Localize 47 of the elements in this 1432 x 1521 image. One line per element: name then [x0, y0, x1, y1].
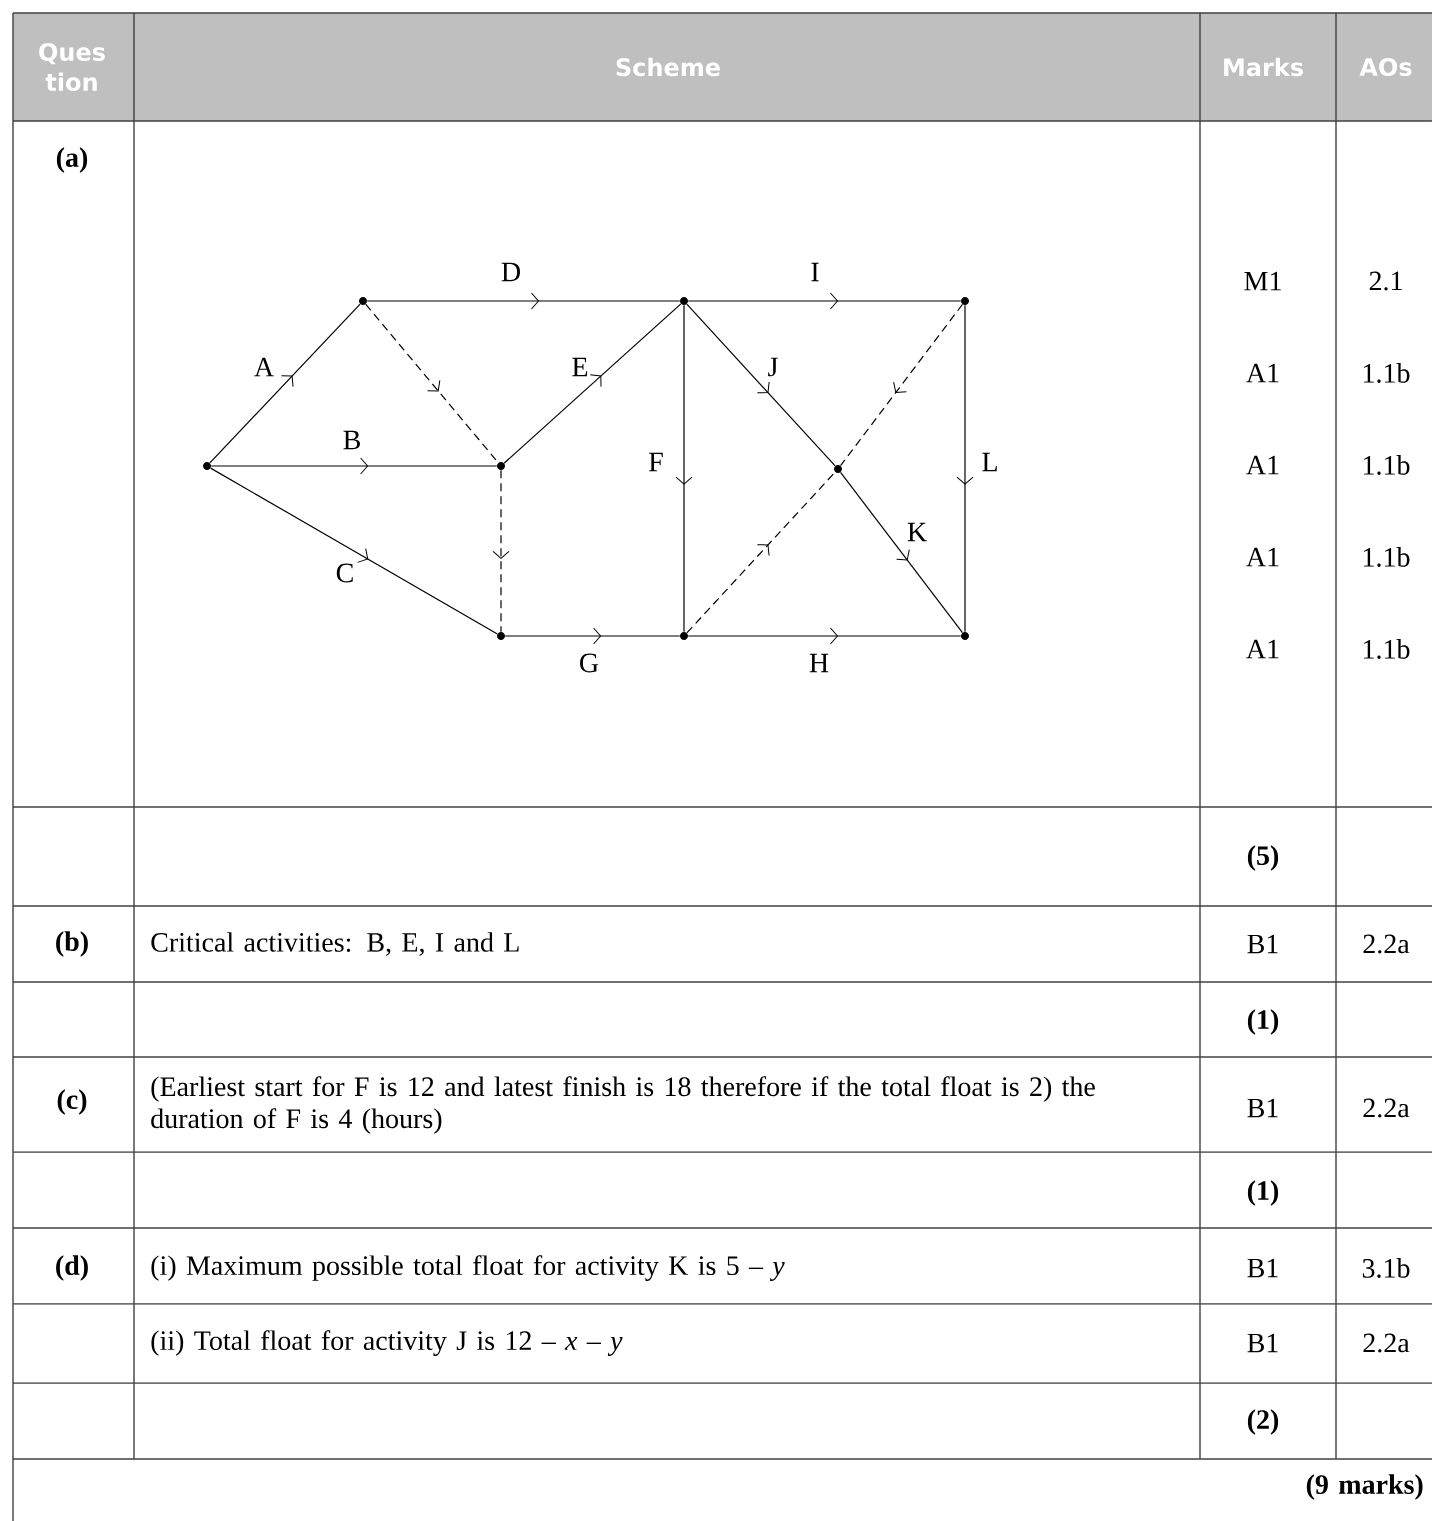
edge-label: D [501, 262, 520, 282]
part-label: (b) [56, 931, 88, 957]
column-header: Scheme [616, 57, 720, 77]
cell-text: 2.1 [1369, 271, 1402, 291]
cell-text: 1.1b [1363, 363, 1410, 383]
edge-label: I [811, 262, 819, 282]
part-label: (d) [56, 1255, 88, 1281]
edge-label: F [649, 452, 663, 472]
edge-label: H [809, 653, 829, 673]
cell-text: 2.2a [1363, 1098, 1410, 1118]
part-label: (1) [1247, 1180, 1279, 1206]
cell-text: A1 [1246, 455, 1279, 475]
cell-text: B1 [1247, 1333, 1278, 1353]
edge-label: C [336, 563, 353, 583]
cell-text: 2.2a [1363, 1333, 1410, 1353]
cell-text: Critical activities: B, E, I and L [151, 932, 519, 956]
part-label: (9 marks) [1306, 1474, 1423, 1500]
edge-label: B [343, 430, 360, 450]
cell-text: (i) Maximum possible total float for activity K is 5 – y [151, 1255, 785, 1281]
cell-text: (ii) Total float for activity J is 12 – x – y [151, 1330, 623, 1356]
cell-text: 1.1b [1363, 547, 1410, 567]
column-header: Marks [1224, 57, 1303, 77]
edge-label: L [982, 452, 997, 472]
part-label: (1) [1247, 1009, 1279, 1035]
edge-label: E [572, 357, 588, 377]
part-label: (2) [1247, 1409, 1279, 1435]
edge-label: G [580, 653, 599, 673]
cell-text: (Earliest start for F is 12 and latest finish is 18 therefore if the total float is 2) the duration of F is 4 (hours) [151, 1076, 1095, 1134]
edge-label: K [907, 522, 927, 542]
cell-text: A1 [1246, 547, 1279, 567]
cell-text: A1 [1246, 363, 1279, 383]
edge-label: J [768, 357, 778, 377]
cell-text: B1 [1247, 934, 1278, 954]
column-header: Ques tion [39, 42, 105, 92]
cell-text: 1.1b [1363, 455, 1410, 475]
cell-text: 1.1b [1363, 639, 1410, 659]
column-header: AOs [1359, 57, 1412, 77]
cell-text: B1 [1247, 1258, 1278, 1278]
edge-label: A [254, 357, 274, 377]
cell-text: M1 [1244, 271, 1281, 291]
cell-text: A1 [1246, 639, 1279, 659]
part-label: (a) [56, 147, 88, 173]
part-label: (5) [1247, 845, 1279, 871]
part-label: (c) [57, 1089, 87, 1115]
cell-text: 3.1b [1362, 1258, 1410, 1278]
cell-text: B1 [1247, 1098, 1278, 1118]
cell-text: 2.2a [1363, 934, 1410, 954]
